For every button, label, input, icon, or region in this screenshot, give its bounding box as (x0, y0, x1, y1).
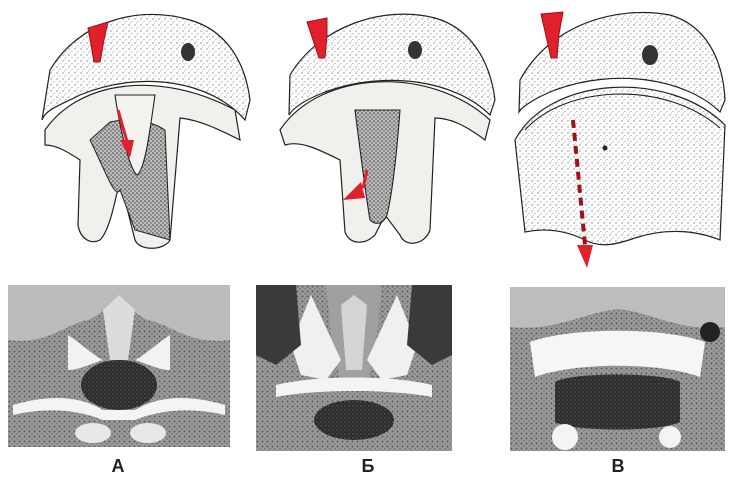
nostril-c (642, 45, 658, 65)
drawing-panel-a (20, 0, 260, 280)
palate-fused-c (515, 87, 725, 245)
drawing-panel-b (265, 0, 505, 280)
tongue-a (81, 360, 157, 410)
drawing-panel-c (495, 0, 733, 280)
panel-label-b: Б (338, 456, 398, 477)
nostril-a (181, 43, 195, 61)
histology-photo-a (8, 285, 230, 447)
histology-photo-b (256, 285, 452, 451)
panel-label-c: В (588, 456, 648, 477)
palate-shelves-a (45, 85, 240, 248)
palate-shelves-b (280, 82, 490, 244)
panel-label-a: А (88, 456, 148, 477)
nostril-b (408, 41, 422, 59)
histology-photo-c (510, 287, 725, 451)
tongue-c (555, 375, 680, 430)
tongue-b (314, 400, 394, 440)
